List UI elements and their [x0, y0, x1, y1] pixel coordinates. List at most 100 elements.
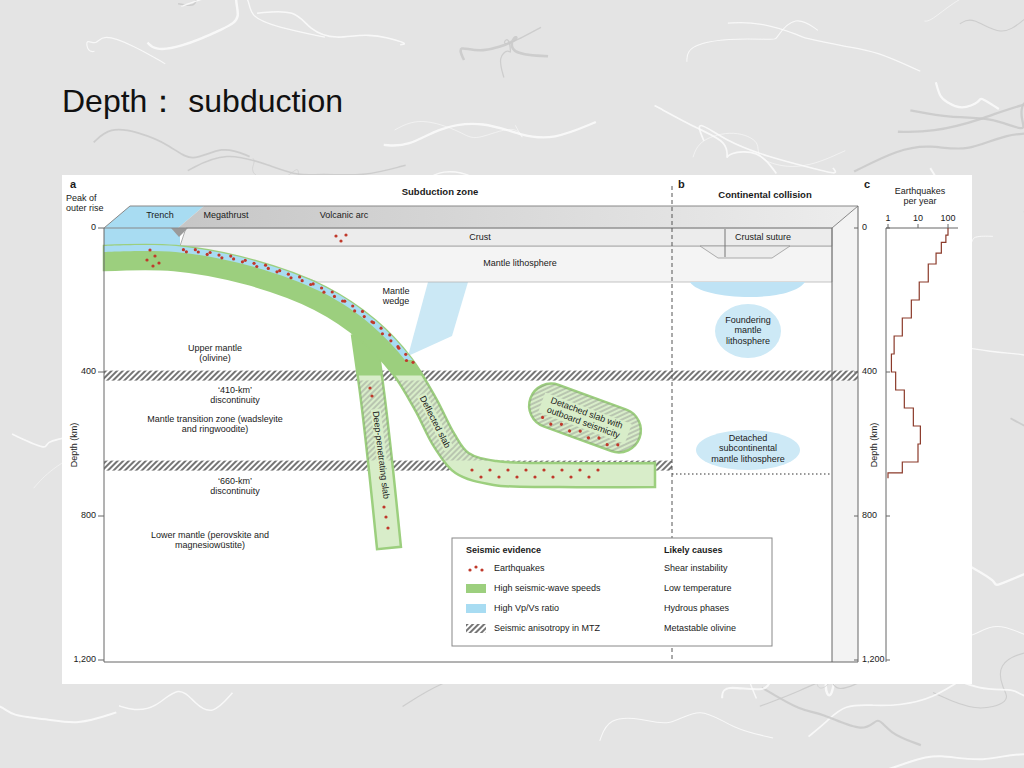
- earthquake-dot: [182, 248, 185, 251]
- earthquake-sample: [480, 568, 483, 571]
- marble-vein: [87, 37, 165, 63]
- legend-text: High Vp/Vs ratio: [494, 603, 559, 613]
- legend-text: Seismic anisotropy in MTZ: [494, 623, 600, 633]
- label-text: Depth (km): [69, 423, 79, 468]
- marble-vein: [687, 21, 818, 62]
- label-text: a: [70, 178, 76, 191]
- marble-vein: [728, 23, 920, 72]
- marble-vein: [969, 548, 1024, 585]
- depth-tick: [854, 372, 858, 373]
- box-edge: [104, 662, 832, 663]
- box-edge: [104, 228, 105, 662]
- earthquake-dot: [241, 260, 244, 263]
- earthquake-dot: [569, 475, 572, 478]
- earthquake-dot: [542, 468, 545, 471]
- label-text: 1,200: [73, 654, 96, 664]
- chart-axis: [886, 228, 887, 662]
- collision-root: [690, 282, 805, 297]
- earthquake-dot: [386, 526, 389, 529]
- earthquake-dot: [334, 234, 337, 237]
- earthquake-dot: [353, 309, 356, 312]
- legend-swatch: [466, 584, 486, 593]
- crustal-root: [700, 246, 790, 258]
- label-text: Crustal suture: [735, 232, 791, 242]
- earthquake-dot: [384, 515, 387, 518]
- label-text: 800: [862, 510, 877, 520]
- label-text: Seismic evidence: [466, 545, 541, 555]
- earthquake-dot: [287, 273, 290, 276]
- earthquake-dot: [289, 276, 292, 279]
- earthquake-dot: [605, 443, 609, 447]
- box-edge: [858, 206, 859, 662]
- chart-tick: [888, 224, 889, 228]
- deep-slab-anisotropy: [352, 381, 401, 461]
- earthquake-dot: [389, 339, 392, 342]
- detached-slab-anisotropy: [523, 377, 647, 458]
- label-text: Megathrust: [203, 210, 248, 220]
- earthquake-dot: [497, 475, 500, 478]
- label-text: 800: [81, 510, 96, 520]
- label-text: Earthquakes per year: [889, 186, 951, 207]
- earthquake-dot: [479, 475, 482, 478]
- earthquake-dot: [381, 332, 384, 335]
- label-text: 1,200: [862, 654, 885, 664]
- legend-row: Earthquakes: [466, 563, 545, 573]
- earthquake-dot: [197, 250, 200, 253]
- label-text: Crust: [469, 232, 491, 242]
- earthquake-dot: [559, 422, 563, 426]
- label-text: ‘410-km’ discontinuity: [203, 385, 267, 406]
- earthquake-dot: [541, 415, 545, 419]
- label-text: 1: [885, 213, 890, 223]
- earthquake-dot: [388, 333, 391, 336]
- earthquake-dot: [368, 386, 371, 389]
- marble-vein: [148, 0, 247, 49]
- earthquake-dot: [229, 254, 232, 257]
- legend-box: [452, 538, 772, 646]
- ocean-surface: [104, 228, 180, 246]
- label-text: b: [678, 178, 685, 191]
- label-text: 400: [81, 366, 96, 376]
- earthquake-dot: [533, 475, 536, 478]
- earthquake-dot: [312, 282, 315, 285]
- marble-vein: [655, 105, 777, 173]
- earthquake-dot: [217, 254, 220, 257]
- earthquake-dot: [148, 248, 151, 251]
- suture-line: [725, 229, 726, 257]
- earthquake-dot: [506, 468, 509, 471]
- crust-band: [180, 228, 832, 246]
- label-text: Depth (km): [869, 423, 879, 468]
- earthquake-dot: [322, 291, 325, 294]
- depth-tick: [98, 372, 104, 373]
- depth-tick: [98, 516, 104, 517]
- right-face: [832, 206, 858, 662]
- axes: [98, 186, 958, 662]
- trench-notch: [171, 228, 188, 237]
- legend-swatch: [466, 604, 486, 613]
- label-text: Mantle wedge: [378, 286, 414, 307]
- cross-section: [104, 206, 858, 662]
- marble-vein: [980, 0, 1024, 57]
- mantle-wedge: [408, 282, 468, 356]
- foundering-lithosphere: [715, 304, 781, 358]
- marble-vein: [600, 713, 773, 741]
- earthquake-dot: [278, 269, 281, 272]
- label-text: Continental collision: [718, 190, 811, 201]
- earthquake-frequency-curve: [888, 228, 948, 478]
- earthquake-dot: [331, 290, 334, 293]
- depth-tick: [854, 228, 858, 229]
- earthquake-dot: [586, 436, 590, 440]
- depth-tick: [98, 228, 104, 229]
- label-text: ‘660-km’ discontinuity: [203, 476, 267, 497]
- marble-vein: [119, 691, 232, 710]
- legend-sample: [466, 564, 486, 573]
- marble-vein: [809, 675, 969, 736]
- earthquake-sample: [474, 565, 477, 568]
- label-text: Low temperature: [664, 583, 732, 593]
- hydrated-crust: [104, 245, 655, 360]
- label-text: c: [864, 178, 870, 191]
- depth-tick: [886, 660, 890, 661]
- marble-vein: [384, 122, 596, 146]
- earthquake-dot: [209, 251, 212, 254]
